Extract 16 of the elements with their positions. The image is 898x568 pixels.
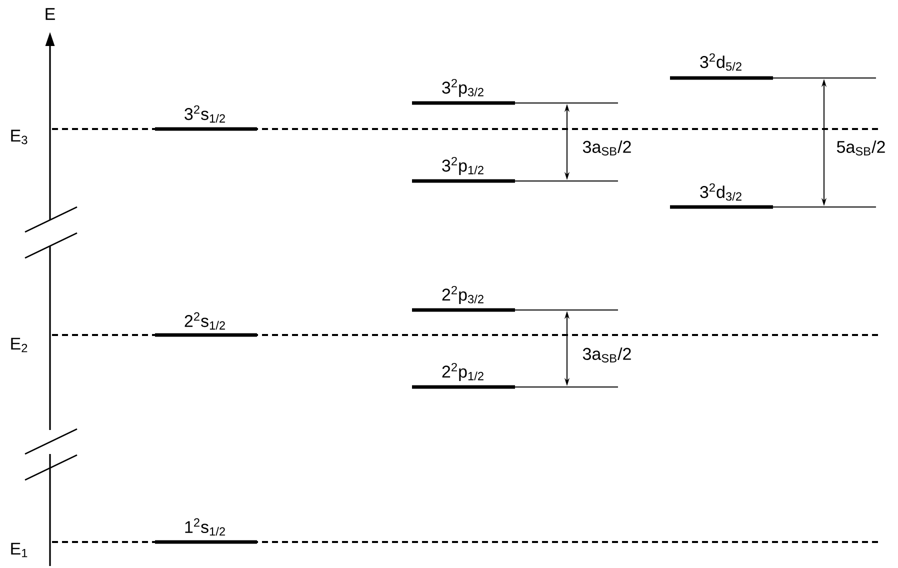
splitting-label: 3a$_{SB}$/2 — [582, 140, 631, 156]
level-label: 3$^{2}$d$_{3/2}$ — [700, 183, 742, 201]
level-label: 3$^{2}$s$_{1/2}$ — [184, 105, 225, 123]
energy-label: E$_{2}$ — [11, 338, 28, 352]
level-label: 2$^{2}$p$_{3/2}$ — [442, 286, 484, 304]
level-label: 2$^{2}$s$_{1/2}$ — [184, 312, 225, 330]
level-label: 3$^{2}$d$_{5/2}$ — [700, 53, 742, 71]
level-label: 1$^{2}$s$_{1/2}$ — [185, 518, 225, 536]
energy-label: E$_{1}$ — [11, 542, 28, 558]
splitting-label: 3a$_{SB}$/2 — [582, 348, 631, 362]
energy-label: E$_{3}$ — [11, 130, 28, 144]
level-label: 3$^{2}$p$_{1/2}$ — [442, 156, 484, 176]
splitting-label: 5a$_{SB}$/2 — [836, 140, 885, 156]
level-label: 3$^{2}$p$_{3/2}$ — [442, 78, 484, 98]
level-label: 2$^{2}$p$_{1/2}$ — [442, 362, 484, 382]
axis-label: E — [46, 8, 55, 20]
